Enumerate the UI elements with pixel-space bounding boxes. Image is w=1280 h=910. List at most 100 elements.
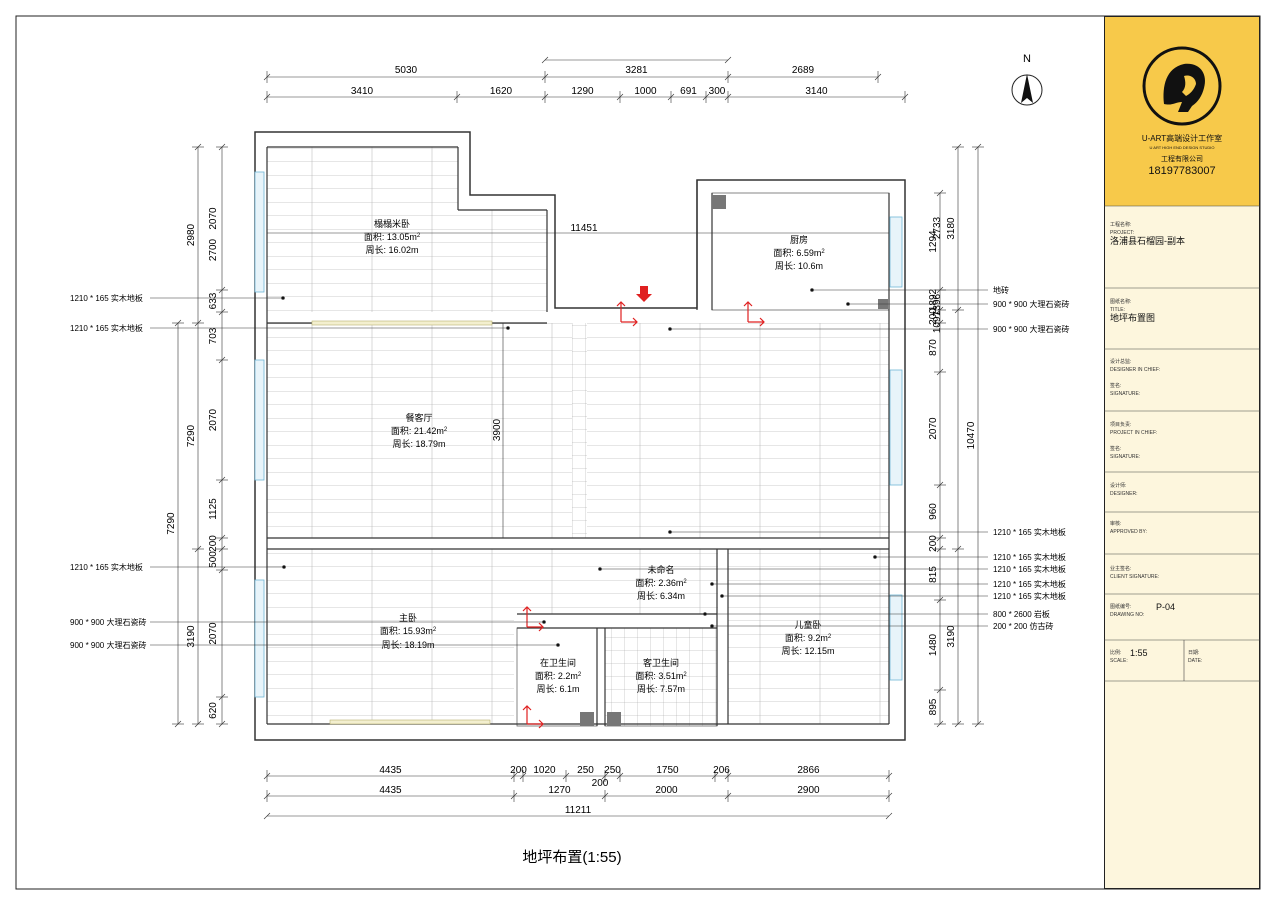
svg-text:面积: 2.36m2: 面积: 2.36m2 [635,577,687,588]
leader-dot [556,643,560,647]
chief-cell: 设计总监: DESIGNER IN CHIEF: 签名: SIGNATURE: [1110,359,1161,397]
floor-living-strip [572,323,587,538]
room-perimeter: 周长: 6.1m [536,683,579,694]
windows [254,171,903,698]
dim-text: 3410 [351,86,374,97]
date-cell: 日期: DATE: [1188,650,1203,664]
dim-text: 7290 [166,512,177,535]
dim-text: 2689 [792,65,815,76]
north-arrow-icon [1021,74,1033,103]
leader-dot [873,555,877,559]
floor-tatami [267,147,458,312]
leader-label: 800 * 2600 岩板 [993,609,1050,619]
room-area: 面积: 21.42m [391,425,444,436]
title-block-body [1104,206,1260,889]
approved-cell: 审核: APPROVED BY: [1110,521,1147,535]
sheet-title: 地坪布置图 [1110,313,1156,323]
drain-bath-1 [580,712,594,726]
scale-cell: 比例: SCALE: 1:55 [1110,648,1148,665]
dim-text: 2070 [928,417,939,440]
dim-text: 200 [592,778,609,789]
dim-text: 4435 [379,765,402,776]
north-arrow: N [1011,53,1043,106]
dim-text: 200 [208,535,219,552]
north-label: N [1023,53,1031,65]
leader-label: 1210 * 165 实木地板 [993,552,1066,562]
project-name: 洛浦县石榴园-副本 [1110,236,1185,246]
dim-text: 895 [928,698,939,715]
leader-label: 1210 * 165 实木地板 [70,562,143,572]
dim-text: 500 [208,551,219,568]
room-name: 厨房 [790,234,808,245]
pm-cell: 项目负责: PROJECT IN CHIEF: 签名: SIGNATURE: [1110,422,1158,460]
floor-master [267,549,514,724]
dim-text: 200 [928,308,939,325]
leader-label: 1210 * 165 实木地板 [70,323,143,333]
svg-text:面积: 15.93m2: 面积: 15.93m2 [380,625,437,636]
dim-text: 200 [510,765,527,776]
floor-bath-2 [604,627,718,727]
room-name: 主卧 [399,612,417,623]
leader-label: 900 * 900 大理石瓷砖 [993,324,1069,334]
designer-cell: 设计师: DESIGNER: [1110,483,1138,497]
floor-living-right [587,323,889,538]
client-cell: 业主签名: CLIENT SIGNATURE: [1110,566,1160,580]
dim-text: 1097 [932,310,943,333]
dim-text: 2000 [655,785,678,796]
leader-dot [810,288,814,292]
leader-dot [720,594,724,598]
room-area: 面积: 2.36m [635,577,683,588]
dim-tick [541,56,549,64]
dim-text: 2070 [208,207,219,230]
leader-dot [846,302,850,306]
dim-text: 633 [208,292,219,309]
dim-text: 1892 [928,288,939,311]
floor-master-b [514,549,606,614]
room-name: 儿童卧 [794,619,821,630]
dim-text: 2070 [208,408,219,431]
room-name: 在卫生间 [540,657,576,668]
title-block-header: U-ART高端设计工作室 U ART HIGH END DESIGN STUDI… [1104,16,1260,206]
dim-text: 3180 [946,217,957,240]
dim-text: 703 [208,327,219,344]
dim-text: 815 [928,566,939,583]
dim-text: 3140 [805,86,828,97]
dim-text: 960 [928,503,939,520]
scale-value: 1:55 [1130,648,1148,658]
leader-lines [150,288,988,647]
dim-text: 1290 [571,86,594,97]
dim-text: 4435 [379,785,402,796]
floor-kids [728,549,889,724]
room-area: 面积: 15.93m [380,625,433,636]
svg-text:面积: 13.05m2: 面积: 13.05m2 [364,231,421,242]
svg-text:面积: 6.59m2: 面积: 6.59m2 [773,247,825,258]
inner-h-dim: 11451 [570,223,598,234]
dim-text: 3190 [946,625,957,648]
leader-dot [281,296,285,300]
floor-tatami-b [458,210,547,312]
dim-text: 3281 [625,65,648,76]
drain-kitchen [712,195,726,209]
leader-dot [668,530,672,534]
dim-text: 300 [709,86,726,97]
floor-living-left [267,323,572,538]
dim-text: 250 [577,765,594,776]
title-block: U-ART高端设计工作室 U ART HIGH END DESIGN STUDI… [1104,16,1260,889]
dim-text: 620 [208,702,219,719]
drawing-no-cell: 图纸编号: DRAWING NO: P-04 [1110,602,1176,619]
company-name: 工程有限公司 [1161,156,1203,163]
dim-text: 11211 [565,805,592,816]
drawing-no: P-04 [1156,602,1176,612]
leader-label: 1210 * 165 实木地板 [993,591,1066,601]
leader-dot [598,567,602,571]
dim-tick [263,812,271,820]
area-sup: 2 [417,233,421,239]
leader-label: 1210 * 165 实木地板 [993,527,1066,537]
dim-text: 2733 [932,216,943,239]
dim-text: 1480 [928,633,939,656]
dim-text: 1125 [208,498,219,520]
dim-text: 2980 [186,223,197,246]
